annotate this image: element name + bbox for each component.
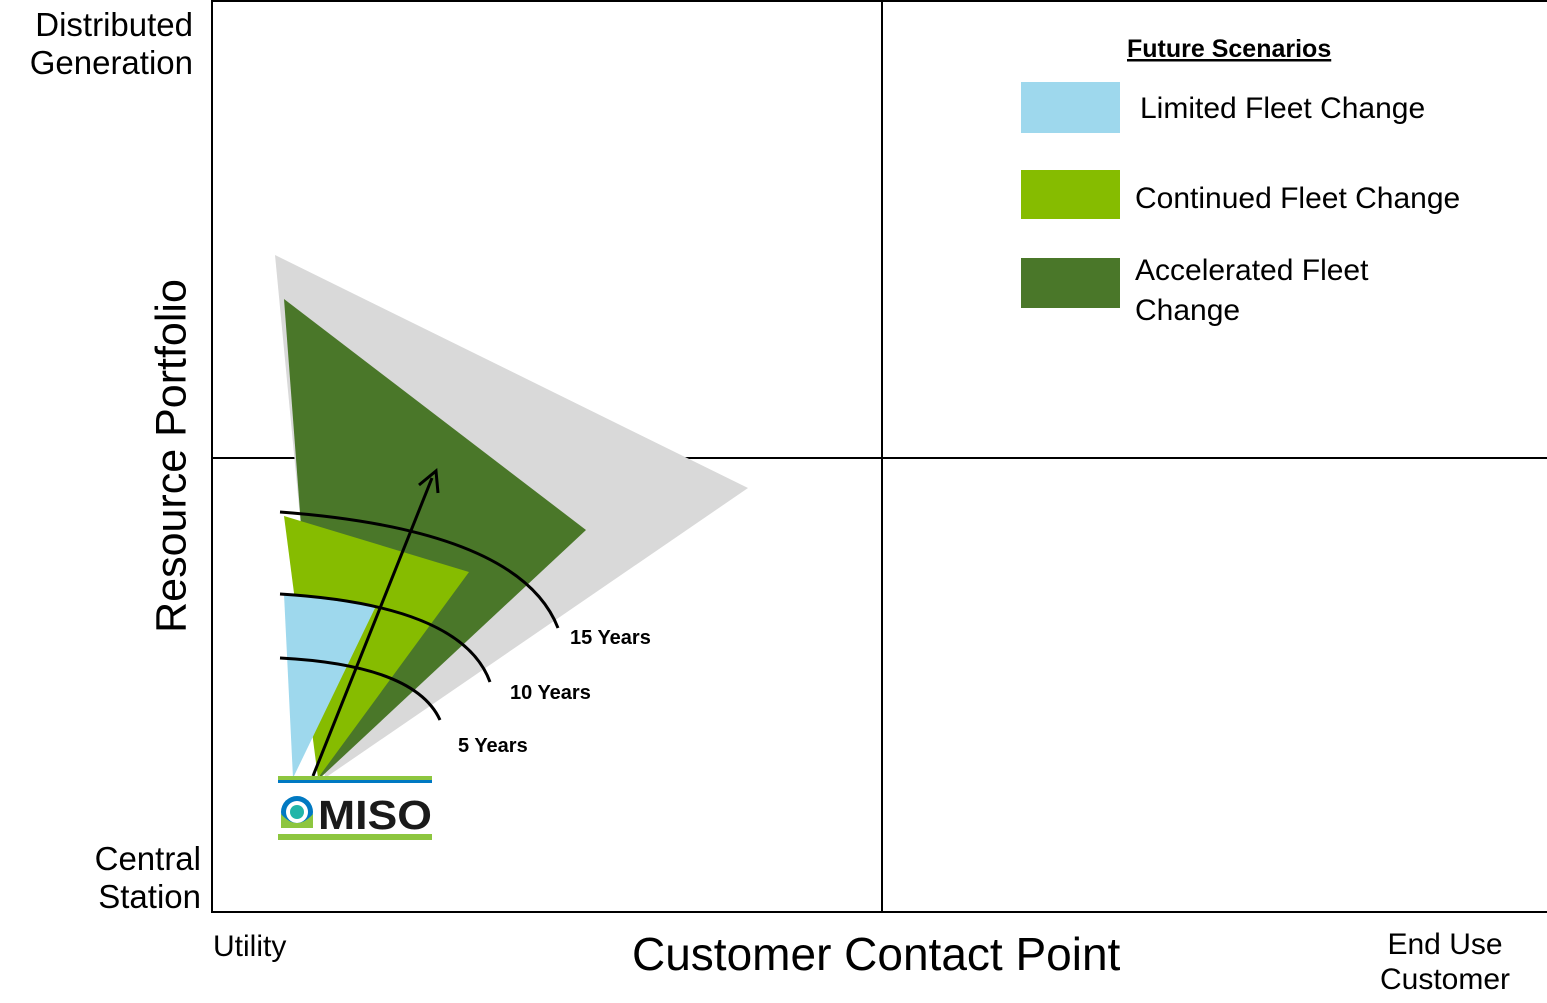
legend-label-accelerated-line-2: Change: [1135, 294, 1240, 327]
label-15-years: 15 Years: [570, 627, 651, 649]
y-axis-bottom-label-line-2: Station: [98, 877, 201, 915]
x-axis-right-label-line-2: Customer: [1380, 962, 1511, 996]
x-axis-title: Customer Contact Point: [632, 928, 1121, 980]
x-axis-right-label-line-1: End Use: [1387, 928, 1503, 961]
arrow-shaft: [311, 477, 434, 777]
miso-logo: MISO: [278, 776, 432, 840]
logo-bottom-stripe-green: [278, 834, 432, 840]
label-10-years: 10 Years: [510, 682, 591, 704]
cone-limited-fleet-change: [284, 594, 376, 778]
legend-label-accelerated-line-1: Accelerated Fleet: [1135, 254, 1369, 287]
emblem-field: [281, 814, 313, 828]
legend-title: Future Scenarios: [1127, 35, 1331, 63]
legend-swatch-accelerated: [1021, 258, 1120, 308]
trajectory-arrow: [311, 468, 440, 777]
arc-15-years: [279, 510, 560, 629]
cone-continued-fleet-change: [284, 516, 469, 778]
logo-wordmark: MISO: [318, 792, 432, 838]
legend: Future Scenarios Limited Fleet Change Co…: [1021, 35, 1460, 327]
y-axis-top-label-line-1: Distributed: [35, 6, 193, 43]
legend-label-continued: Continued Fleet Change: [1135, 182, 1460, 215]
logo-top-stripe-green: [278, 776, 432, 780]
legend-swatch-limited: [1021, 82, 1120, 133]
arc-10-years: [279, 592, 492, 683]
emblem-core: [290, 805, 304, 819]
y-axis-top-label-line-2: Generation: [29, 43, 193, 81]
horizon-labels: 15 Years 10 Years 5 Years: [458, 627, 651, 757]
x-axis-right-label: End Use Customer: [1380, 928, 1510, 997]
quadrant-frame: [211, 0, 1547, 913]
legend-swatch-continued: [1021, 170, 1120, 219]
x-axis-left-label: Utility: [213, 930, 287, 963]
horizon-arcs: [279, 510, 560, 721]
arrow-head: [418, 468, 440, 494]
y-axis-bottom-label-line-1: Central: [94, 840, 201, 877]
y-axis-top-label: Distributed Generation: [30, 6, 193, 82]
arc-5-years: [279, 656, 442, 721]
logo-emblem-icon: [281, 796, 313, 828]
logo-top-stripe-blue: [278, 780, 432, 783]
y-axis-bottom-label: Central Station: [95, 840, 201, 916]
legend-label-limited: Limited Fleet Change: [1140, 92, 1425, 125]
label-5-years: 5 Years: [458, 735, 528, 757]
